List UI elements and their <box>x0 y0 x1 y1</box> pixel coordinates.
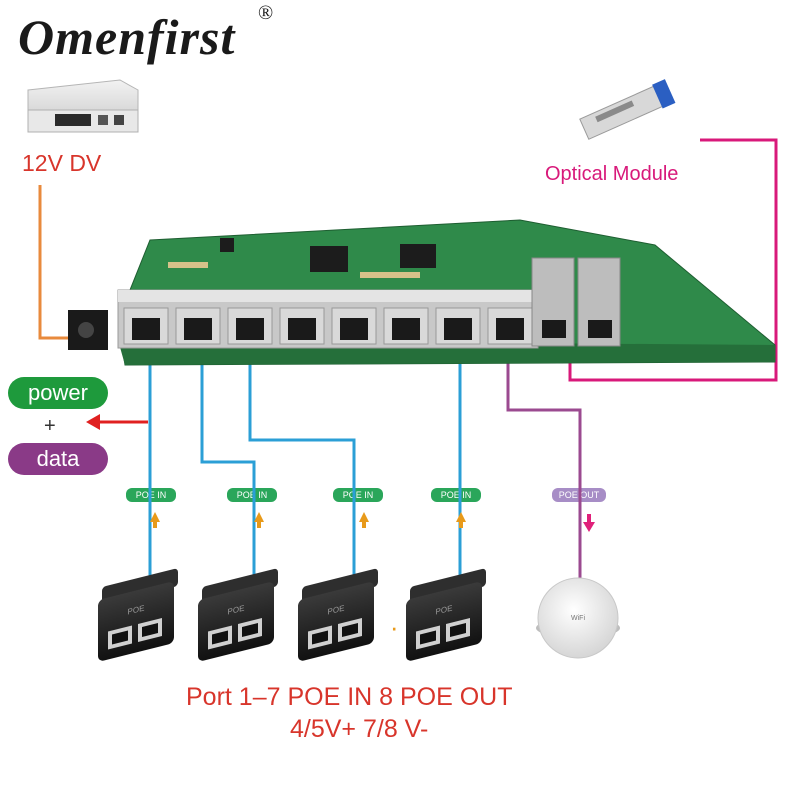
rj45-port-8 <box>487 307 533 345</box>
poe-out-arrow-icon <box>583 514 595 532</box>
sfp-cages <box>531 257 621 347</box>
poe-unit-label: POE <box>228 603 245 616</box>
dc-line <box>38 185 70 340</box>
red-arrow-icon <box>86 414 148 430</box>
data-pill: data <box>8 443 108 475</box>
dc-input-label: 12V DV <box>22 150 102 176</box>
poe-in-tag-4: POE IN <box>431 488 481 502</box>
dc-jack-icon <box>68 310 108 350</box>
rj45-port-3 <box>227 307 273 345</box>
rj45-port-2 <box>175 307 221 345</box>
brand-logo: Omenfirst <box>18 9 236 65</box>
poe-lines <box>148 345 462 600</box>
access-point-icon: WiFi <box>536 577 620 659</box>
power-adapter-icon <box>27 79 139 133</box>
poe-injector-icon-1: POE <box>98 568 178 661</box>
rj45-port-7 <box>435 307 481 345</box>
poe-injector-icon-3: POE <box>298 568 378 661</box>
poe-injector-icon-4: POE <box>406 568 486 661</box>
rj45-port-1 <box>123 307 169 345</box>
power-pill: power <box>8 377 108 409</box>
poe-in-tag-3: POE IN <box>333 488 383 502</box>
optical-line <box>568 138 778 382</box>
poe-in-tag-2: POE IN <box>227 488 277 502</box>
poe-injector-icon-2: POE <box>198 568 278 661</box>
rj45-port-6 <box>383 307 429 345</box>
poe-unit-label: POE <box>128 603 145 616</box>
plus-sign: + <box>44 415 56 437</box>
caption-line-2: 4/5V+ 7/8 V- <box>290 715 429 743</box>
poe-in-arrows <box>150 512 466 528</box>
registered-mark: ® <box>258 2 274 24</box>
poe-unit-label: POE <box>436 603 453 616</box>
caption-line-1: Port 1–7 POE IN 8 POE OUT <box>186 683 513 711</box>
ap-brand-text: WiFi <box>571 615 585 622</box>
rj45-port-4 <box>279 307 325 345</box>
rj45-port-5 <box>331 307 377 345</box>
poe-unit-label: POE <box>328 603 345 616</box>
poe-out-line <box>506 345 582 590</box>
optical-module-label: Optical Module <box>545 163 679 185</box>
optical-module-icon <box>579 79 676 140</box>
